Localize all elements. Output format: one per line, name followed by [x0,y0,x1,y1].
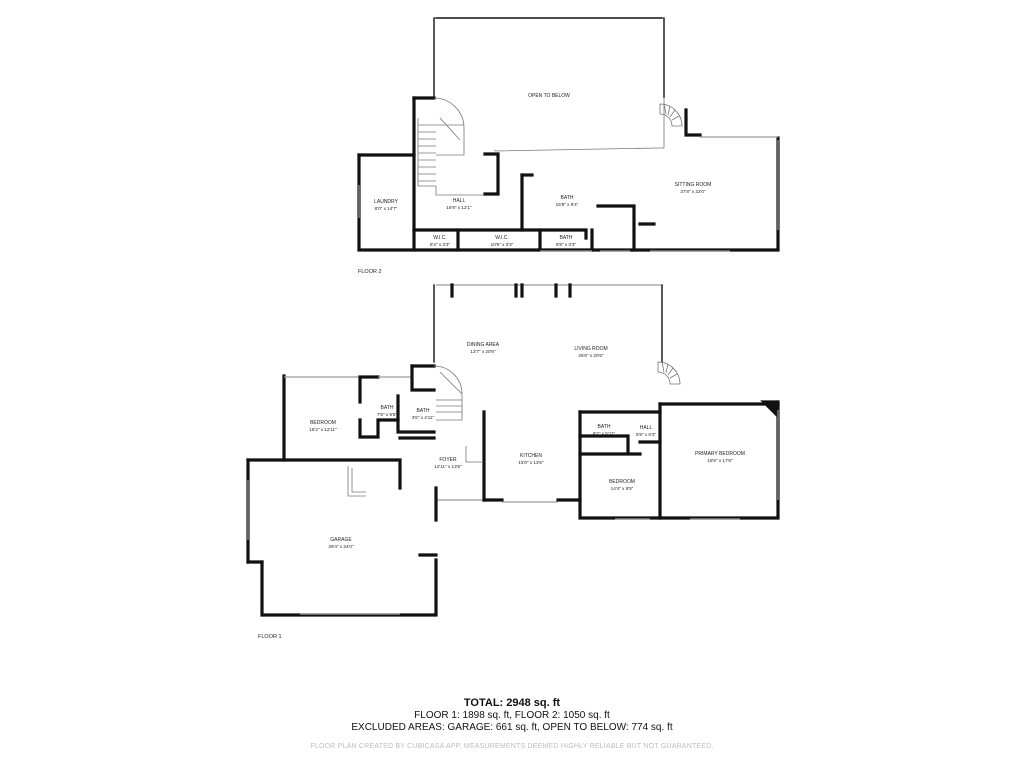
room-name-bath-small-f2: BATH [560,235,573,241]
excluded-areas: EXCLUDED AREAS: GARAGE: 661 sq. ft, OPEN… [351,722,673,733]
room-dims-sitting-room: 37'8" x 22'0" [680,189,706,194]
room-dims-wic-1: 8'4" x 3'3" [430,242,450,247]
floor-1-label: FLOOR 1 [258,634,282,640]
room-dims-foyer: 12'11" x 13'6" [434,464,462,469]
total-area: TOTAL: 2948 sq. ft [463,697,561,709]
room-dims-garage: 29'4" x 24'0" [328,544,354,549]
room-dims-laundry: 8'0" x 14'7" [375,206,398,211]
room-name-wic-1: W.I.C. [433,235,447,241]
room-name-wic-2: W.I.C. [495,235,509,241]
floor-2-label: FLOOR 2 [358,269,382,275]
room-name-open-to-below: OPEN TO BELOW [528,93,570,99]
disclaimer-text: FLOOR PLAN CREATED BY CUBICASA APP. MEAS… [310,743,714,750]
room-name-hall-f2: HALL [453,198,466,204]
room-name-sitting-room: SITTING ROOM [675,182,712,188]
room-name-bedroom-left: BEDROOM [310,420,336,426]
room-name-bedroom-right: BEDROOM [609,479,635,485]
room-dims-hall-f2: 16'9" x 12'1" [446,205,472,210]
room-dims-bath-small: 3'6" x 4'11" [412,415,435,420]
room-name-primary-bedroom: PRIMARY BEDROOM [695,451,745,457]
room-name-kitchen: KITCHEN [520,453,542,459]
floor-2-plan [357,17,780,252]
room-dims-bath-f2: 15'9" x 8'4" [556,202,579,207]
room-name-bath-left: BATH [381,405,394,411]
room-dims-bedroom-left: 16'2" x 12'11" [309,427,337,432]
room-name-hall-f1: HALL [640,425,653,431]
floor-plan-drawing: OPEN TO BELOW LAUNDRY 8'0" x 14'7" HALL … [246,17,780,640]
floor-1-plan [246,283,780,617]
room-dims-bedroom-right: 14'4" x 9'5" [611,486,634,491]
room-dims-living-room: 25'6" x 20'6" [578,353,604,358]
floor-areas: FLOOR 1: 1898 sq. ft, FLOOR 2: 1050 sq. … [414,710,610,721]
room-name-bath-right: BATH [598,424,611,430]
room-dims-bath-small-f2: 8'9" x 3'3" [556,242,576,247]
room-name-dining-area: DINING AREA [467,342,500,348]
room-dims-bath-right: 8'2" x 5'11" [593,431,616,436]
room-name-garage: GARAGE [330,537,352,543]
room-dims-bath-left: 7'8" x 9'8" [377,412,397,417]
room-name-bath-small: BATH [417,408,430,414]
room-dims-kitchen: 15'0" x 13'6" [518,460,544,465]
room-name-living-room: LIVING ROOM [574,346,607,352]
room-dims-hall-f1: 5'9" x 6'3" [636,432,656,437]
room-name-foyer: FOYER [439,457,457,463]
room-name-laundry: LAUNDRY [374,199,398,205]
room-dims-wic-2: 10'5" x 3'3" [491,242,514,247]
room-name-bath-f2: BATH [561,195,574,201]
room-dims-primary-bedroom: 18'6" x 17'6" [707,458,733,463]
room-dims-dining-area: 13'7" x 20'6" [470,349,496,354]
